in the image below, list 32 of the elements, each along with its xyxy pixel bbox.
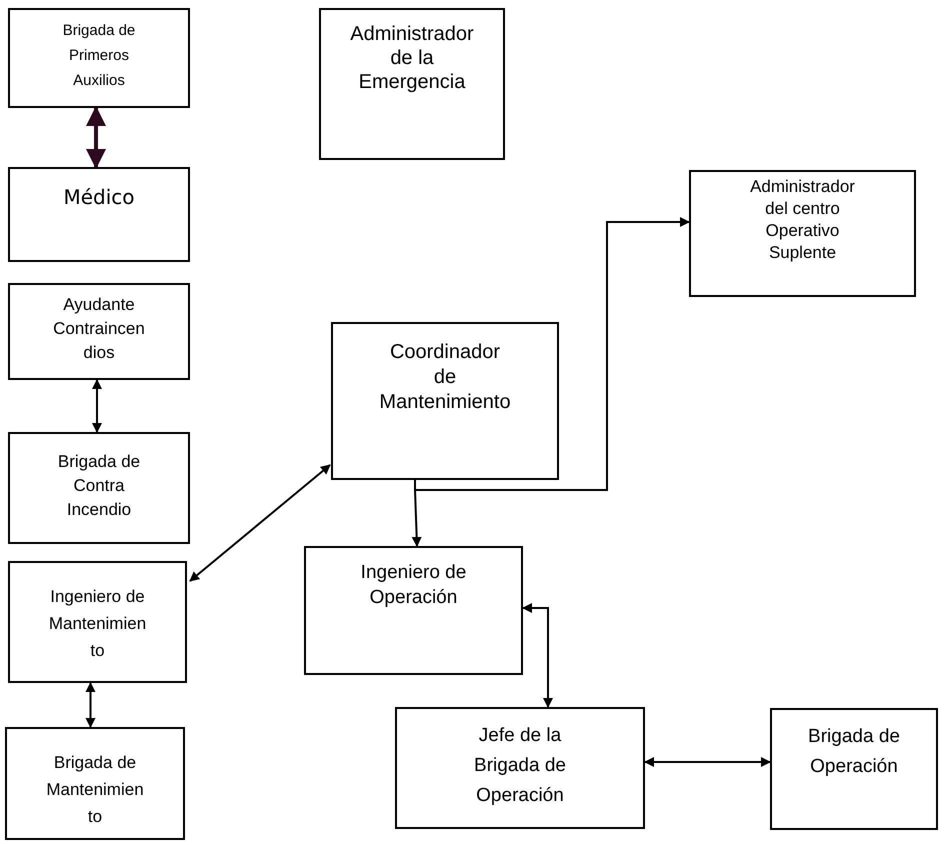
role-label: Administrador de la Emergencia xyxy=(349,22,475,94)
org-box xyxy=(5,727,185,840)
connector-arrow xyxy=(86,682,96,728)
role-label: Brigada de Primeros Auxilios xyxy=(62,21,136,91)
org-box xyxy=(770,708,938,830)
connector-arrow xyxy=(86,106,106,169)
org-box xyxy=(319,8,505,160)
role-label: Administrador del centro Operativo Suplente xyxy=(749,176,856,264)
org-box xyxy=(689,170,916,297)
role-label: Médico xyxy=(63,185,135,209)
org-box xyxy=(395,707,645,829)
role-label: Coordinador de Mantenimiento xyxy=(379,340,511,415)
connector-arrow xyxy=(92,379,102,433)
role-label: Ingeniero de Operación xyxy=(360,561,468,610)
org-box xyxy=(8,8,190,108)
org-box xyxy=(331,322,559,480)
role-label: Ingeniero de Mantenimien to xyxy=(48,586,148,662)
connector-arrow xyxy=(522,603,553,708)
role-label: Jefe de la Brigada de Operación xyxy=(473,724,567,808)
connector-arrow xyxy=(412,480,422,547)
org-box xyxy=(304,546,523,675)
org-box xyxy=(8,283,190,380)
org-box xyxy=(8,432,190,544)
connector-arrow xyxy=(644,757,771,767)
org-box xyxy=(8,167,190,262)
org-box xyxy=(8,561,187,683)
role-label: Ayudante Contraincen dios xyxy=(52,294,146,364)
connector-arrow xyxy=(189,464,331,582)
role-label: Brigada de Mantenimien to xyxy=(45,752,145,828)
role-label: Brigada de Contra Incendio xyxy=(56,451,142,521)
connector-arrow xyxy=(414,217,690,491)
role-label: Brigada de Operación xyxy=(807,725,901,779)
